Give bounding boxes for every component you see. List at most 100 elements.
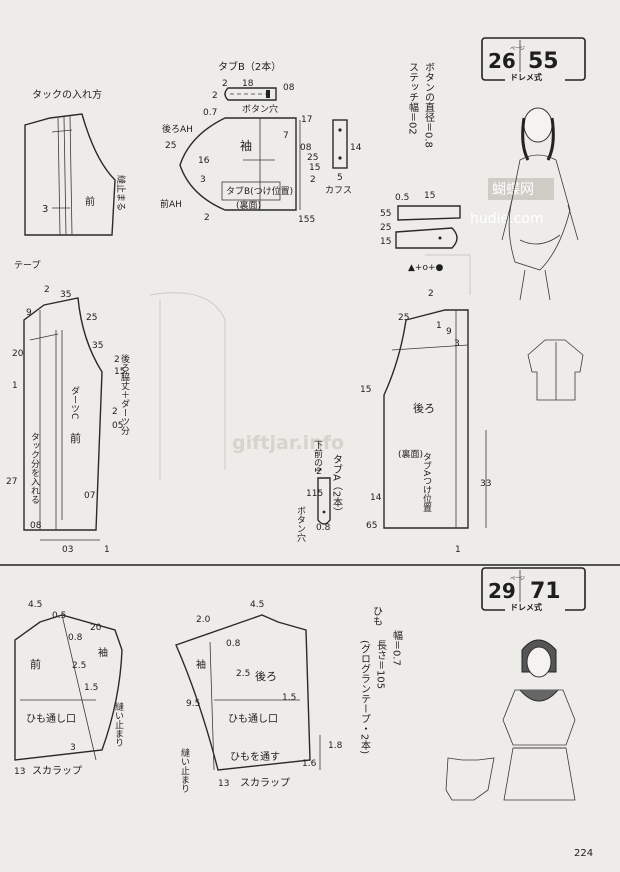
header-pattern-number: 55: [528, 49, 559, 74]
front-dim: 15: [114, 367, 125, 377]
tab-b-diagram: タブB（2本） 2 18 08 2 ボタン穴: [212, 60, 295, 115]
collar-marks: ▲+o+●: [408, 263, 444, 273]
header-pattern-number: 71: [530, 579, 561, 604]
sleeve-tab-position: タブB(つけ位置): [226, 185, 293, 197]
page-number: 224: [574, 848, 593, 859]
tab-a-dim: 2: [316, 467, 322, 477]
bottom-front-dim: 4.5: [28, 600, 42, 610]
front-dart-c: ダーツC: [69, 385, 80, 419]
sleeve-underside: (裏面): [236, 199, 261, 211]
bottom-front-sleeve: 袖: [98, 646, 108, 659]
bottom-back-dim: 1.5: [282, 693, 296, 703]
watermark-hudie-logo: 蝴蝶网: [492, 182, 534, 198]
tuck-dim-3: 3: [42, 204, 48, 215]
tuck-sew-note: 縫止まる: [115, 175, 127, 211]
sleeve-dim: 08: [300, 143, 312, 153]
sleeve-dim: 15: [309, 163, 320, 173]
bottom-front-dim: 0.8: [68, 633, 83, 643]
collar-dim: 55: [380, 209, 391, 219]
tuck-label-front: 前: [85, 195, 95, 208]
bottom-back-label: 後ろ: [255, 669, 277, 683]
back-tab-position: タブAつけ位置: [421, 452, 432, 512]
bottom-back-dim: 13: [218, 779, 229, 789]
bottom-back-dim: 2.0: [196, 615, 211, 625]
header-bottom: 29 ページ 71 ドレメ式: [481, 567, 586, 612]
sleeve-dim: 25: [307, 153, 318, 163]
tuck-title: タックの入れ方: [32, 88, 102, 101]
back-dim: 15: [360, 385, 371, 395]
stitch-width-note: ステッチ幅＝02: [407, 62, 419, 135]
back-bodice: 2 1 25 9 3 後ろ 15 タブAつけ位置 (裏面) 14 33 65 1: [360, 289, 491, 555]
bottom-front-dim: 1.5: [84, 683, 98, 693]
bottom-front-dim: 20: [90, 623, 102, 633]
bottom-back-dim: 1.8: [328, 741, 343, 751]
collar-diagram: 0.5 15 55 25 15 ▲+o+●: [380, 191, 461, 273]
bottom-back-dim: 4.5: [250, 600, 264, 610]
sleeve-dim: 17: [301, 115, 312, 125]
tab-b-title: タブB（2本）: [218, 60, 281, 73]
header-page-kana: ページ: [510, 576, 525, 582]
bottom-front-stop: 縫い止まり: [113, 701, 124, 747]
bottom-back-scallop: スカラップ: [240, 777, 290, 789]
blouse-back-sketch: [445, 757, 495, 801]
sleeve-front-ah: 前AH: [160, 198, 182, 210]
sleeve-diagram: 0.7 後ろAH 25 袖 16 3 前AH 2 タブB(つけ位置) (裏面) …: [160, 108, 320, 225]
header-page-kana: ページ: [510, 46, 525, 52]
bottom-back-dim: 0.8: [226, 639, 241, 649]
ghost-outline: [149, 292, 226, 480]
tuck-diagram: タックの入れ方 前 縫止まる 3: [24, 88, 127, 236]
back-dim: 1: [455, 545, 461, 555]
front-tuck-note: タック分を入れる: [29, 432, 40, 504]
header-top: 26 ページ 55 ドレメ式: [481, 37, 586, 82]
tab-b-dim: 2: [222, 79, 228, 89]
back-label: 後ろ: [413, 401, 435, 415]
cuff-diagram: 14 5 カフス: [325, 119, 362, 196]
sleeve-dim: 2: [310, 175, 316, 185]
sleeve-dim: 25: [165, 141, 176, 151]
sleeve-dim: 3: [200, 175, 206, 185]
hudie-logo-box: [488, 178, 554, 200]
back-dim: 14: [370, 493, 382, 503]
front-dim: 07: [84, 491, 95, 501]
cord-length: 長さ＝105: [375, 640, 387, 689]
front-dim: 05: [112, 421, 123, 431]
bottom-back-dim: 9.5: [186, 699, 200, 709]
bottom-back-stop: 縫い止まり: [179, 747, 190, 793]
tab-b-dim: 18: [242, 79, 254, 89]
collar-dim: 25: [380, 223, 391, 233]
tab-a-dim: 0.8: [316, 523, 331, 533]
collar-dim: 15: [424, 191, 435, 201]
watermark-hudie-url: hudie.com: [470, 211, 544, 227]
bottom-front-scallop: スカラップ: [32, 765, 82, 777]
tab-b-dim: 2: [212, 91, 218, 101]
cord-material: (グログランテープ・2本): [359, 640, 371, 754]
tab-a-dim: 115: [306, 489, 323, 499]
bottom-front-dim: 13: [14, 767, 25, 777]
sleeve-back-ah: 後ろAH: [162, 123, 193, 135]
sleeve-dim: 16: [198, 156, 210, 166]
front-dim: 9: [26, 308, 32, 318]
bottom-back-casing: ひも通し口: [228, 713, 278, 725]
front-label: 前: [70, 431, 81, 445]
front-dim: 1: [104, 545, 110, 555]
bottom-front-label: 前: [30, 657, 41, 671]
front-dart-note: 後ろ脇丈＋ダーツ分: [119, 353, 130, 436]
sleeve-dim: 155: [298, 215, 315, 225]
back-dim: 65: [366, 521, 377, 531]
bottom-front-pattern: 4.5 0.5 20 0.8 前 2.5 袖 1.5 ひも通し口 3 13 スカ…: [14, 600, 124, 777]
model-illustration-top: [501, 107, 579, 301]
back-underside: (裏面): [398, 448, 423, 460]
front-dim: 35: [60, 290, 71, 300]
sleeve-label: 袖: [240, 138, 252, 153]
cord-width: 幅＝0.7: [391, 629, 403, 666]
front-dim: 35: [92, 341, 103, 351]
tab-a-buttonhole: ボタン穴: [295, 506, 306, 543]
header-page-number: 26: [488, 49, 516, 73]
front-dim: 2: [44, 285, 50, 295]
bottom-back-dim: 2.5: [236, 669, 250, 679]
front-bodice: テープ 2 35 25 9 20 35 2 15 後ろ脇丈＋ダーツ分 2 05 …: [6, 260, 130, 555]
front-dim: 20: [12, 349, 24, 359]
tab-a-side-notch: 下前の1: [312, 440, 323, 473]
front-dim: 2: [112, 407, 118, 417]
